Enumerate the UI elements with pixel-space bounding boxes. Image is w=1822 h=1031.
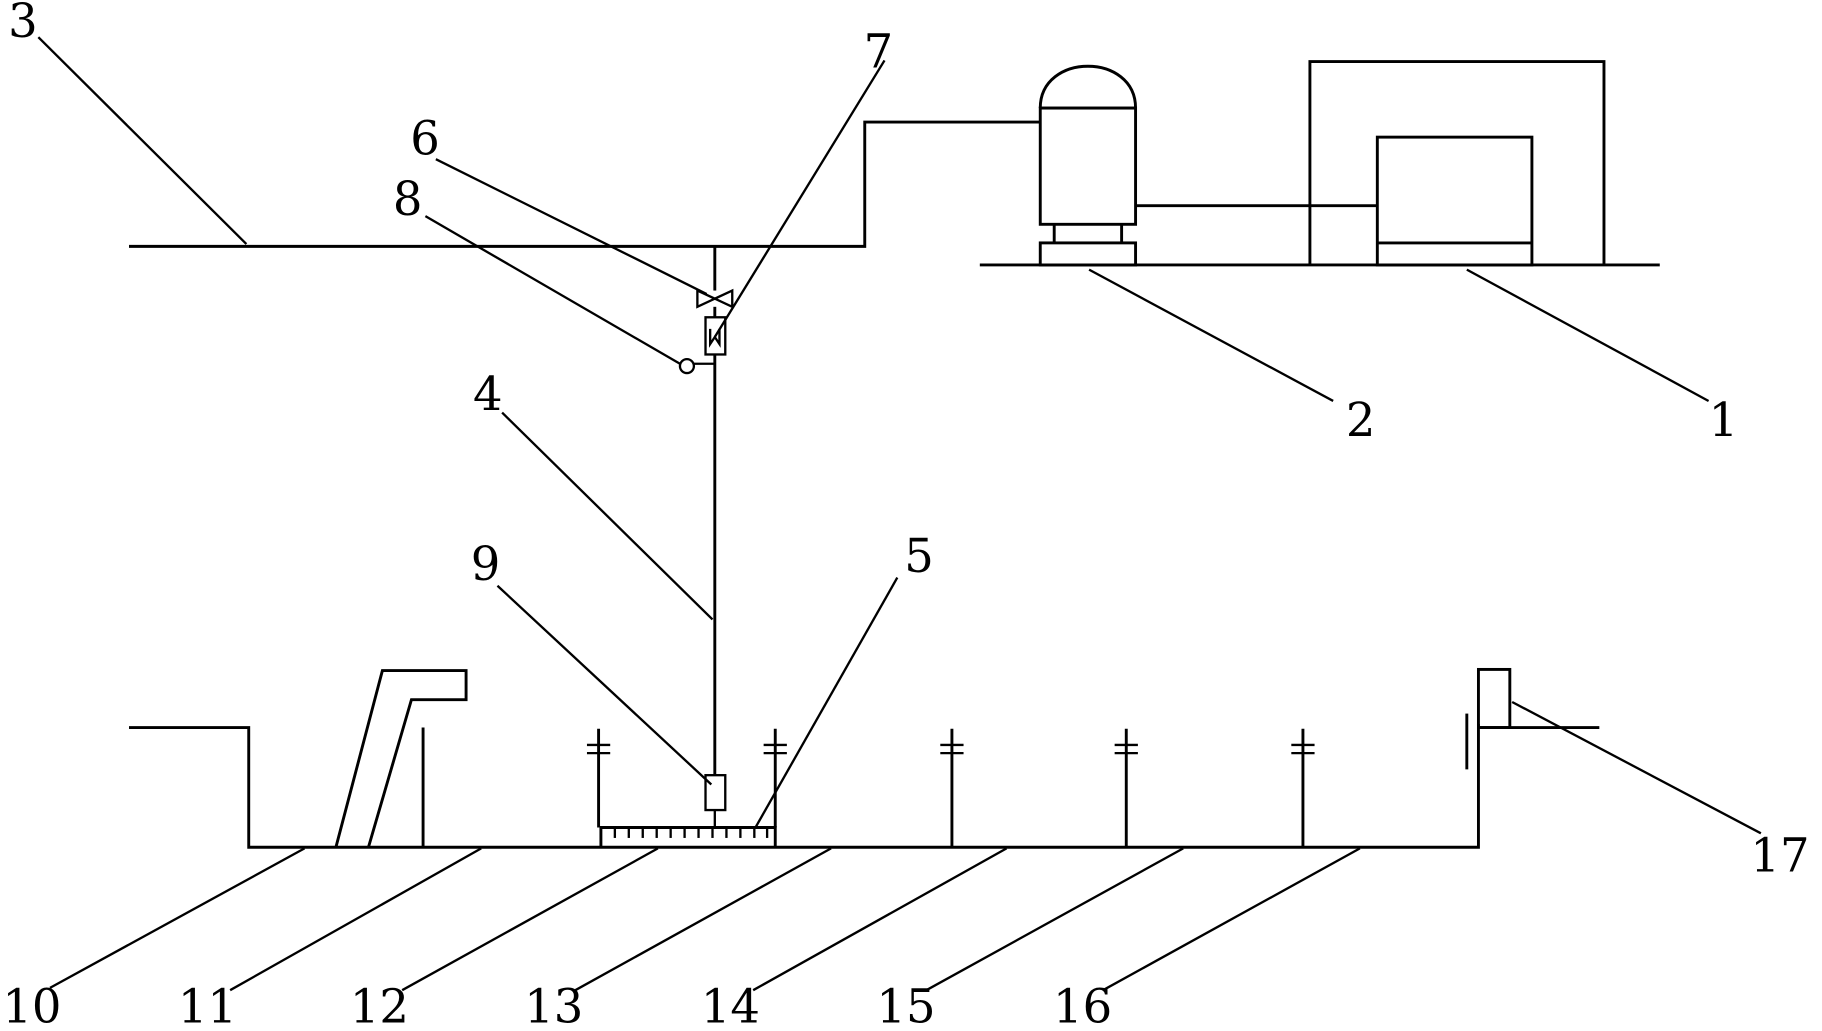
- label-5: 5: [904, 529, 934, 583]
- main-pipe: [129, 120, 1041, 248]
- label-4: 4: [473, 367, 503, 421]
- label-16: 16: [1053, 980, 1112, 1031]
- feed-chute: [334, 669, 468, 848]
- label-8: 8: [393, 172, 423, 226]
- outlet-box: [1476, 667, 1512, 729]
- label-13: 13: [524, 980, 583, 1031]
- label-17: 17: [1750, 829, 1809, 883]
- label-14: 14: [701, 980, 760, 1031]
- leader-lines: [37, 36, 1762, 992]
- control-cabinet: [1135, 60, 1606, 267]
- diffuser-tray: [599, 826, 777, 848]
- pressure-gauge-icon: [678, 357, 715, 375]
- label-10: 10: [2, 980, 61, 1031]
- pump-unit: [1038, 64, 1138, 267]
- label-15: 15: [876, 980, 935, 1031]
- nozzle-icon: [704, 774, 727, 828]
- partition-electrodes: [586, 728, 1315, 848]
- label-11: 11: [178, 980, 237, 1031]
- label-3: 3: [8, 0, 38, 48]
- label-6: 6: [410, 112, 440, 166]
- label-7: 7: [864, 24, 894, 78]
- label-9: 9: [471, 537, 501, 591]
- tank-outline: [129, 713, 1600, 849]
- label-12: 12: [350, 980, 409, 1031]
- label-1: 1: [1709, 393, 1739, 447]
- label-2: 2: [1346, 393, 1376, 447]
